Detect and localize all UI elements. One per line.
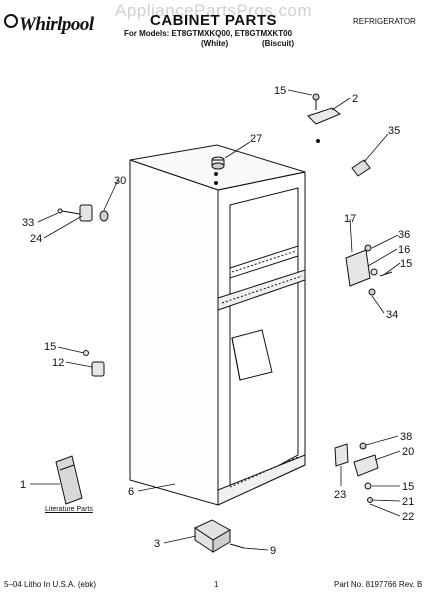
- callout-3: 3: [154, 538, 160, 550]
- callout-35: 35: [388, 125, 400, 137]
- callout-30: 30: [114, 175, 126, 187]
- leader-15-left: [57, 346, 85, 354]
- literature-parts-label: Literature Parts: [45, 506, 93, 513]
- callout-22: 22: [402, 511, 414, 523]
- models-line: For Models: ET8GTMXKQ00, ET8GTMXKT00: [124, 29, 293, 38]
- brand-name: Whirlpool: [19, 14, 94, 35]
- leader-12: [65, 361, 93, 368]
- color-white: (White): [201, 39, 229, 48]
- leader-20: [374, 450, 401, 461]
- callout-1: 1: [20, 479, 26, 491]
- leader-33: [37, 212, 59, 223]
- callout-24: 24: [30, 233, 42, 245]
- leader-21: [371, 499, 401, 502]
- callout-15-top: 15: [274, 85, 286, 97]
- part-2-top-hinge: [307, 93, 341, 125]
- callout-23: 23: [334, 489, 346, 501]
- callout-38: 38: [400, 431, 412, 443]
- leader-2: [331, 97, 351, 111]
- leader-16: [367, 248, 398, 267]
- inner-liner-shelf: [231, 329, 273, 381]
- watermark: AppliancePartsPros.com: [115, 1, 313, 20]
- leader-34: [371, 295, 385, 314]
- upper-liner-rail: [229, 245, 299, 279]
- footer-part-number: Part No. 8197766 Rev. B: [334, 580, 423, 589]
- footer-page-number: 1: [214, 580, 219, 589]
- page-title: CABINET PARTS: [150, 12, 278, 29]
- leader-3: [163, 535, 197, 544]
- callout-2: 2: [352, 93, 358, 105]
- cabinet-left-side: [129, 159, 219, 506]
- callout-9: 9: [270, 545, 276, 557]
- callout-6: 6: [128, 486, 134, 498]
- center-hinge-assembly: [345, 244, 393, 296]
- callout-15-left: 15: [44, 341, 56, 353]
- part-27-cap: [211, 156, 225, 170]
- leader-9: [243, 547, 269, 551]
- leader-35: [363, 133, 389, 163]
- callout-15-bot: 15: [402, 481, 414, 493]
- leader-22: [369, 503, 401, 517]
- callout-33: 33: [22, 217, 34, 229]
- part-35-hinge-cover: [351, 159, 371, 177]
- bottom-hinge-assembly: [334, 442, 379, 503]
- footer-litho: 5–04 Litho In U.S.A. (ebk): [4, 580, 97, 589]
- parts-15-12-door-stop: [83, 350, 105, 377]
- leader-6: [137, 483, 176, 492]
- brand-logo: Whirlpool: [4, 14, 94, 36]
- color-biscuit: (Biscuit): [262, 39, 294, 48]
- callout-12: 12: [52, 357, 64, 369]
- leader-17: [349, 218, 353, 253]
- callout-36: 36: [398, 229, 410, 241]
- leader-15-top: [287, 89, 313, 96]
- cabinet-bottom-rail: [217, 454, 306, 506]
- callout-34: 34: [386, 309, 398, 321]
- callout-15-mid: 15: [400, 258, 412, 270]
- category-label: REFRIGERATOR: [353, 17, 416, 26]
- callout-21: 21: [402, 496, 414, 508]
- leader-24: [43, 215, 83, 239]
- whirlpool-swirl-icon: [4, 14, 18, 28]
- cabinet-inner-opening: [229, 187, 299, 493]
- parts-3-9-leveler: [193, 519, 245, 553]
- leader-38: [365, 435, 399, 446]
- callout-27: 27: [250, 133, 262, 145]
- leader-36: [371, 234, 399, 249]
- callout-20: 20: [402, 446, 414, 458]
- callout-17: 17: [344, 213, 356, 225]
- leader-15-mid: [384, 262, 401, 275]
- part-1-literature: [55, 455, 83, 505]
- callout-16: 16: [398, 244, 410, 256]
- cabinet-front-frame: [217, 171, 306, 506]
- leader-27: [224, 141, 251, 159]
- leader-30: [103, 179, 119, 211]
- parts-30-33-24-handle-mount: [57, 204, 109, 222]
